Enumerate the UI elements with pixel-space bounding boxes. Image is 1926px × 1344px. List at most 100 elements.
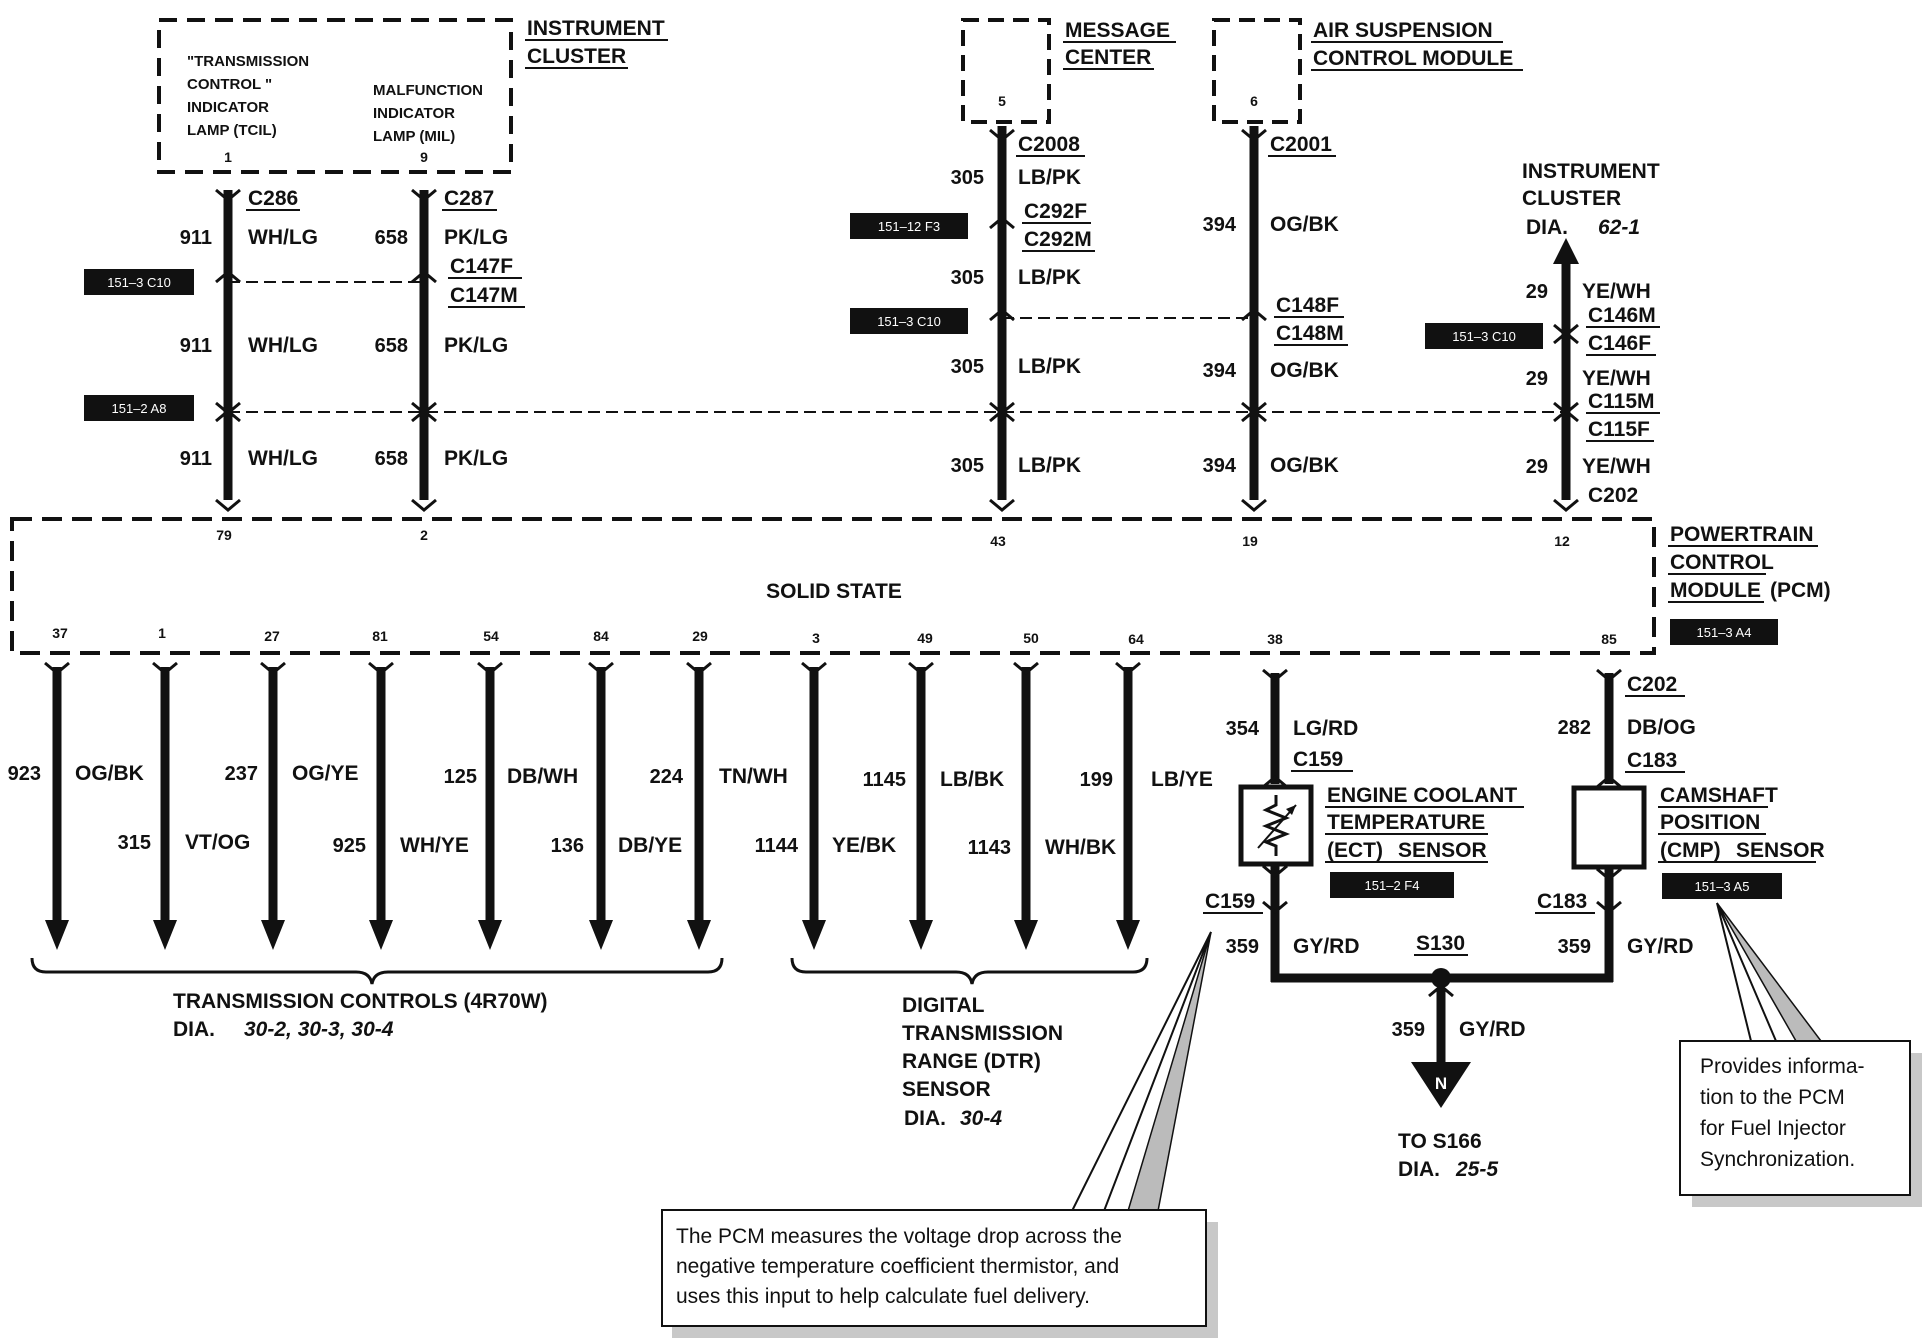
bottom-wires xyxy=(45,667,1140,950)
instrument-cluster-right-dia: DIA. xyxy=(1526,216,1568,239)
wire-29-color-2: YE/WH xyxy=(1582,367,1651,390)
wire-925-num: 925 xyxy=(333,835,366,857)
wire-359-cmp-num: 359 xyxy=(1558,936,1591,958)
wire-29-color-3: YE/WH xyxy=(1582,455,1651,478)
wire-658-color-3: PK/LG xyxy=(444,447,508,470)
bottom-wire-top-chevrons xyxy=(44,661,1141,675)
bottom-wire-labels: 923 OG/BK 315 VT/OG 237 OG/YE 925 WH/YE … xyxy=(8,762,1213,859)
pcm-box xyxy=(10,517,1656,655)
conn-c148m: C148M xyxy=(1276,322,1344,345)
pcm-top-pin-12: 12 xyxy=(1554,533,1570,549)
wire-359-splice-color: GY/RD xyxy=(1459,1018,1526,1041)
conn-c146m: C146M xyxy=(1588,304,1656,327)
arrow-wire-1145 xyxy=(909,920,933,950)
wire-394-color-2: OG/BK xyxy=(1270,359,1339,382)
conn-c287: C287 xyxy=(444,187,494,210)
wire-1144-color: YE/BK xyxy=(832,834,896,857)
wire-1145-color: LB/BK xyxy=(940,768,1004,791)
trans-controls-dia: DIA. xyxy=(173,1018,215,1041)
wire-911-color-1: WH/LG xyxy=(248,226,318,249)
wire-125-color: DB/WH xyxy=(507,765,578,788)
arrow-wire-237 xyxy=(261,920,285,950)
tcil-label-2: CONTROL " xyxy=(187,76,272,93)
pcm-pin-49: 49 xyxy=(917,630,933,646)
group-labels: TRANSMISSION CONTROLS (4R70W) DIA. 30-2,… xyxy=(173,990,1063,1130)
tcil-label-3: INDICATOR xyxy=(187,99,269,116)
wire-911-num-2: 911 xyxy=(180,335,212,357)
pcm-pin-29: 29 xyxy=(692,628,708,644)
cmp-title-3: (CMP) xyxy=(1660,839,1721,862)
pcm-title-1: POWERTRAIN xyxy=(1670,523,1814,546)
arrow-wire-136 xyxy=(589,920,613,950)
message-center-title-1: MESSAGE xyxy=(1065,19,1170,42)
ect-sensor: 354 LG/RD C159 C159 359 GY/RD ENGINE COO… xyxy=(1203,668,1524,982)
splice-name: S130 xyxy=(1416,932,1465,955)
wire-282-color: DB/OG xyxy=(1627,716,1696,739)
pcm-title-suffix: (PCM) xyxy=(1770,579,1831,602)
pcm-pin-37: 37 xyxy=(52,625,68,641)
splice-s130: N S130 359 GY/RD TO S166 DIA. 25-5 xyxy=(1271,932,1613,1181)
ref-tag-1: 151–3 C10 xyxy=(107,275,171,290)
wire-224-color: TN/WH xyxy=(719,765,788,788)
pcm-pin-84: 84 xyxy=(593,628,609,644)
splice-n-label: N xyxy=(1435,1074,1447,1093)
pcm-pin-27: 27 xyxy=(264,628,280,644)
cmp-note-line-2: tion to the PCM xyxy=(1700,1086,1845,1109)
conn-c183-bottom: C183 xyxy=(1537,890,1587,913)
wire-237-num: 237 xyxy=(225,763,258,785)
pin-tcil: 1 xyxy=(224,149,232,165)
wire-305-num-3: 305 xyxy=(951,356,984,378)
wire-136-color: DB/YE xyxy=(618,834,682,857)
wire-911-color-3: WH/LG xyxy=(248,447,318,470)
dtr-title-2: TRANSMISSION xyxy=(902,1022,1063,1045)
wire-282-num: 282 xyxy=(1558,717,1591,739)
mil-label-3: LAMP (MIL) xyxy=(373,128,455,145)
air-suspension-box xyxy=(1212,18,1302,124)
wire-911-num-3: 911 xyxy=(180,448,212,470)
wire-305-color-4: LB/PK xyxy=(1018,454,1081,477)
wire-394-num-2: 394 xyxy=(1203,360,1237,382)
wire-658-num-2: 658 xyxy=(375,335,408,357)
conn-c286: C286 xyxy=(248,187,298,210)
pcm-pin-81: 81 xyxy=(372,628,388,644)
group-braces xyxy=(30,957,1149,985)
instrument-cluster-right-title-1: INSTRUMENT xyxy=(1522,160,1660,183)
arrow-wire-315 xyxy=(153,920,177,950)
wire-923-color: OG/BK xyxy=(75,762,144,785)
pcm-title-3: MODULE xyxy=(1670,579,1761,602)
wire-394-color-1: OG/BK xyxy=(1270,213,1339,236)
cmp-title-1: CAMSHAFT xyxy=(1660,784,1778,807)
wire-359-splice-num: 359 xyxy=(1392,1019,1425,1041)
arrow-up-instrument-cluster xyxy=(1553,238,1579,264)
wire-359-ect-num: 359 xyxy=(1226,936,1259,958)
instrument-cluster-top: "TRANSMISSION CONTROL " INDICATOR LAMP (… xyxy=(157,17,668,174)
wire-911-color-2: WH/LG xyxy=(248,334,318,357)
wire-199-color: LB/YE xyxy=(1151,768,1213,791)
pcm-pin-54: 54 xyxy=(483,628,499,644)
splice-to: TO S166 xyxy=(1398,1130,1482,1153)
pcm-bottom-pins: 37 1 27 81 54 84 29 3 49 50 64 38 85 xyxy=(52,625,1617,647)
pcm-note-callout: The PCM measures the voltage drop across… xyxy=(661,931,1218,1338)
pcm-pin-85: 85 xyxy=(1601,631,1617,647)
mil-label-1: MALFUNCTION xyxy=(373,82,483,99)
wire-315-color: VT/OG xyxy=(185,831,250,854)
conn-c202-cmp: C202 xyxy=(1627,673,1677,696)
conn-c148f: C148F xyxy=(1276,294,1339,317)
thermistor-symbol xyxy=(1261,795,1291,856)
conn-c115m: C115M xyxy=(1588,390,1655,413)
instrument-cluster-right-dia-ref: 62-1 xyxy=(1598,216,1640,239)
pcm-note-line-1: The PCM measures the voltage drop across… xyxy=(676,1225,1122,1248)
wire-394-num-3: 394 xyxy=(1203,455,1237,477)
wire-224-num: 224 xyxy=(650,766,684,788)
arrow-wire-199 xyxy=(1116,920,1140,950)
ect-title-2: TEMPERATURE xyxy=(1327,811,1485,834)
cmp-note-line-3: for Fuel Injector xyxy=(1700,1117,1846,1140)
reference-tags: 151–3 C10 151–2 A8 151–12 F3 151–3 C10 1… xyxy=(84,213,1543,421)
wire-925-color: WH/YE xyxy=(400,834,469,857)
wire-1144-num: 1144 xyxy=(755,835,799,857)
splice-dia-ref: 25-5 xyxy=(1455,1158,1498,1181)
dtr-dia: DIA. xyxy=(904,1107,946,1130)
cmp-title-3-word: SENSOR xyxy=(1736,839,1825,862)
wire-658-color-1: PK/LG xyxy=(444,226,508,249)
wire-1143-color: WH/BK xyxy=(1045,836,1116,859)
